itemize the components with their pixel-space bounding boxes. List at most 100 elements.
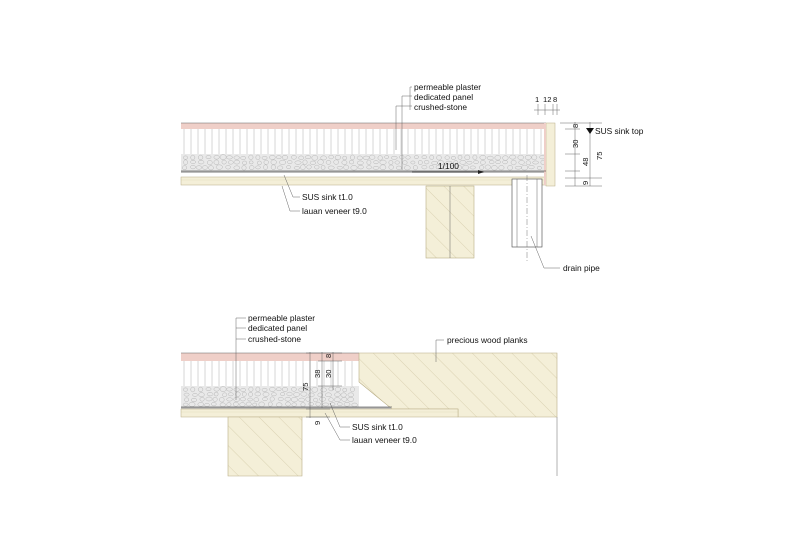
stone [183, 387, 188, 392]
stone [320, 387, 327, 393]
dim-75: 75 [595, 152, 604, 160]
plaster-layer-b [181, 353, 359, 361]
stone [334, 154, 341, 160]
stone [226, 402, 232, 407]
stone [528, 165, 535, 170]
stone [384, 155, 390, 159]
stone [233, 165, 241, 170]
stone [208, 165, 214, 171]
stone [350, 386, 355, 393]
stone [262, 391, 270, 397]
stone [489, 160, 495, 164]
stone [213, 159, 220, 165]
detail-bottom: permeable plaster dedicated panel crushe… [180, 313, 558, 477]
stone [341, 160, 348, 165]
support-post-b [227, 416, 303, 477]
dim-8-top: 8 [553, 95, 557, 104]
stone [457, 154, 463, 160]
panel-layer [181, 129, 546, 154]
stone [252, 402, 257, 407]
stone [221, 159, 227, 165]
stone [341, 396, 348, 402]
stone [302, 159, 308, 165]
stone [325, 392, 332, 397]
stone [240, 156, 246, 160]
stone [249, 165, 255, 170]
stone [211, 402, 217, 407]
stone [286, 165, 291, 169]
sink-layer-b [181, 407, 391, 409]
stone [388, 164, 394, 170]
stone [413, 155, 419, 159]
dim-8: 8 [571, 124, 580, 128]
stone [334, 392, 341, 397]
stone [261, 387, 268, 392]
stone [379, 159, 387, 165]
stone [343, 402, 351, 407]
stone [192, 393, 198, 397]
stone [205, 155, 212, 160]
stone [239, 402, 246, 407]
stone [366, 165, 372, 170]
stone [284, 397, 291, 402]
stone [225, 165, 231, 170]
stone [248, 386, 254, 392]
stone [347, 396, 354, 402]
stone [328, 397, 334, 403]
stone [509, 154, 517, 160]
stone [328, 154, 334, 160]
stone [233, 397, 240, 402]
stone [248, 392, 253, 397]
dim-30-b: 30 [324, 370, 333, 378]
stone [404, 165, 411, 171]
stone [233, 387, 240, 392]
stone [336, 165, 343, 170]
stone [182, 402, 189, 407]
stone [291, 155, 297, 160]
stone [435, 165, 441, 170]
stone [282, 155, 289, 160]
stone [232, 401, 239, 407]
dim-48: 48 [581, 158, 590, 166]
plaster-layer [181, 123, 546, 129]
stone [328, 386, 334, 392]
stone [391, 155, 398, 160]
stone [298, 155, 304, 160]
label-sus-sink-b: SUS sink t1.0 [352, 422, 403, 432]
stone [388, 160, 394, 165]
stone [183, 155, 188, 160]
label-sus-sink-top: SUS sink top [595, 126, 644, 136]
stone [459, 159, 467, 165]
stone [277, 165, 284, 170]
stone [373, 160, 379, 164]
stone [198, 386, 204, 392]
panel-layer-b [181, 361, 359, 386]
stone [479, 165, 485, 170]
stone [402, 160, 408, 165]
stone [356, 155, 363, 161]
stone [268, 401, 273, 407]
stone [233, 155, 240, 160]
label-permeable-plaster-b: permeable plaster [248, 313, 315, 323]
stone [227, 392, 234, 397]
stone [198, 154, 204, 160]
stone [205, 396, 213, 402]
leaders-bottom [235, 317, 444, 441]
stone [261, 155, 268, 160]
stone [298, 397, 305, 402]
stone [322, 402, 330, 407]
stone [255, 165, 261, 170]
stone [219, 397, 225, 403]
dimension-lines-top [534, 104, 602, 187]
stone [248, 160, 254, 165]
stone [240, 397, 246, 402]
stone [486, 155, 494, 161]
stone [271, 392, 277, 397]
stone [532, 160, 539, 165]
stone [369, 154, 376, 160]
stone [276, 155, 282, 159]
stone [226, 387, 233, 392]
label-lauan-veneer: lauan veneer t9.0 [302, 206, 367, 216]
stone [199, 397, 205, 402]
